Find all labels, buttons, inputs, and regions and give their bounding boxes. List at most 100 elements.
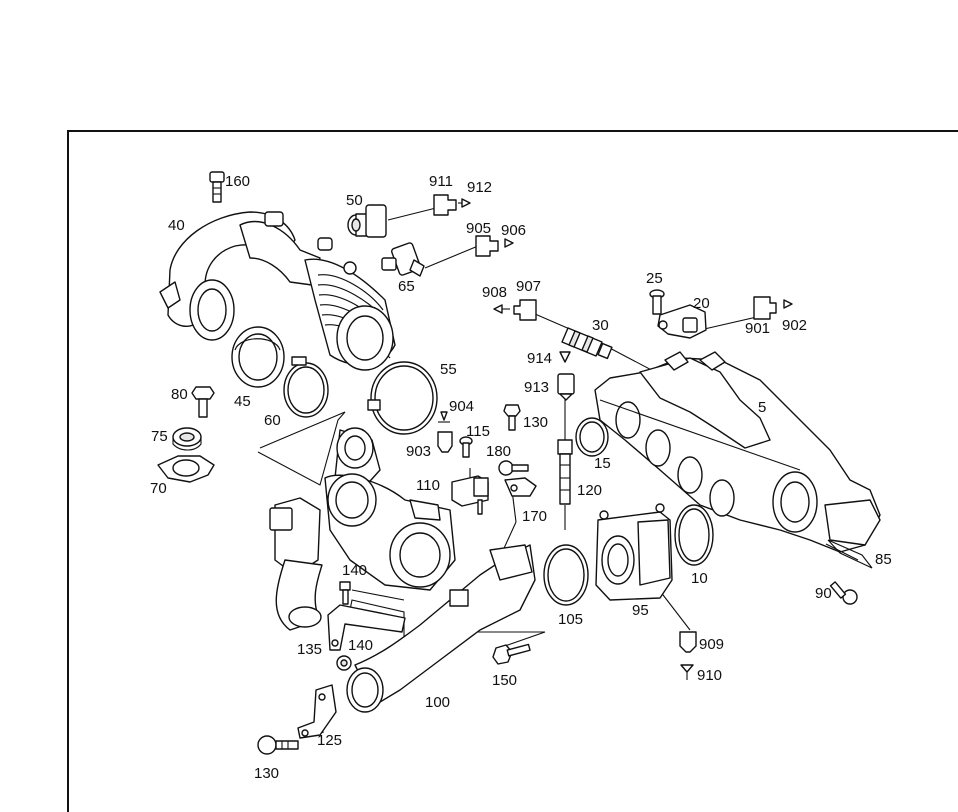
part-label: 909 bbox=[699, 636, 724, 653]
part-label: 105 bbox=[558, 611, 583, 628]
part-label: 901 bbox=[745, 320, 770, 337]
part-label: 80 bbox=[171, 386, 188, 403]
part-label: 60 bbox=[264, 412, 281, 429]
part-label: 125 bbox=[317, 732, 342, 749]
washer-75 bbox=[172, 427, 202, 451]
part-label: 30 bbox=[592, 317, 609, 334]
bolt-80 bbox=[191, 386, 215, 418]
part-label: 110 bbox=[416, 477, 440, 494]
gasket-85 bbox=[825, 539, 873, 569]
pin-902 bbox=[783, 299, 793, 309]
bolt-140 bbox=[339, 581, 351, 605]
part-label: 910 bbox=[697, 667, 722, 684]
sensor-120 bbox=[557, 439, 573, 505]
pin-908 bbox=[493, 304, 510, 314]
diagram-frame bbox=[67, 130, 958, 812]
part-label: 140 bbox=[348, 637, 373, 654]
sensor-20 bbox=[657, 304, 707, 339]
pin-904 bbox=[438, 411, 450, 423]
connector-913 bbox=[557, 373, 575, 401]
bracket-140 bbox=[327, 604, 406, 651]
pin-912 bbox=[458, 198, 471, 208]
gasket-10 bbox=[674, 504, 714, 566]
part-label: 65 bbox=[398, 278, 415, 295]
connector-901 bbox=[753, 296, 777, 320]
part-label: 85 bbox=[875, 551, 892, 568]
connector-907 bbox=[513, 299, 537, 321]
intake-manifold bbox=[594, 351, 881, 553]
nut-135 bbox=[336, 655, 352, 671]
part-label: 25 bbox=[646, 270, 663, 287]
part-label: 100 bbox=[425, 694, 450, 711]
pin-906 bbox=[504, 238, 514, 248]
bolt-160 bbox=[209, 171, 225, 203]
sensor-110 bbox=[451, 475, 489, 515]
part-label: 912 bbox=[467, 179, 492, 196]
gasket-15 bbox=[575, 417, 609, 457]
part-label: 911 bbox=[429, 173, 453, 190]
part-label: 55 bbox=[440, 361, 457, 378]
part-label: 50 bbox=[346, 192, 363, 209]
corrugated-hose bbox=[304, 258, 396, 371]
part-label: 170 bbox=[522, 508, 547, 525]
part-label: 10 bbox=[691, 570, 708, 587]
turbocharger bbox=[269, 427, 456, 631]
fitting-50 bbox=[347, 204, 387, 238]
bracket-125 bbox=[297, 684, 337, 739]
seal-45 bbox=[231, 326, 285, 388]
part-label: 913 bbox=[524, 379, 549, 396]
pin-914 bbox=[559, 351, 571, 363]
part-label: 115 bbox=[466, 423, 490, 440]
part-label: 120 bbox=[577, 482, 602, 499]
connector-905 bbox=[475, 235, 499, 257]
ring-55 bbox=[367, 361, 438, 435]
part-label: 140 bbox=[342, 562, 367, 579]
part-label: 70 bbox=[150, 480, 167, 497]
part-label: 180 bbox=[486, 443, 511, 460]
part-label: 150 bbox=[492, 672, 517, 689]
part-label: 135 bbox=[297, 641, 322, 658]
bolt-150 bbox=[492, 643, 531, 665]
part-label: 907 bbox=[516, 278, 541, 295]
bolt-115 bbox=[459, 436, 473, 458]
part-label: 15 bbox=[594, 455, 611, 472]
clamp-60 bbox=[283, 356, 329, 418]
sensor-30 bbox=[561, 327, 613, 360]
charge-pipe bbox=[346, 544, 536, 713]
part-label: 902 bbox=[782, 317, 807, 334]
throttle-body bbox=[595, 503, 673, 601]
part-label: 905 bbox=[466, 220, 491, 237]
part-label: 904 bbox=[449, 398, 474, 415]
connector-903 bbox=[437, 431, 453, 453]
bolt-130-lower bbox=[257, 735, 299, 755]
connector-909 bbox=[679, 631, 697, 653]
part-label: 90 bbox=[815, 585, 832, 602]
part-label: 20 bbox=[693, 295, 710, 312]
part-label: 130 bbox=[254, 765, 279, 782]
bolt-130-upper bbox=[503, 404, 521, 431]
sensor-65 bbox=[381, 242, 425, 277]
part-label: 5 bbox=[758, 399, 766, 416]
gasket-105 bbox=[543, 544, 589, 606]
part-label: 75 bbox=[151, 428, 168, 445]
bracket-170 bbox=[504, 477, 537, 497]
flange-70 bbox=[157, 455, 215, 483]
connector-911 bbox=[433, 194, 457, 216]
part-label: 40 bbox=[168, 217, 185, 234]
bolt-180 bbox=[498, 460, 529, 476]
part-label: 45 bbox=[234, 393, 251, 410]
pin-910 bbox=[680, 664, 694, 680]
air-intake-pipe bbox=[159, 211, 333, 341]
bolt-90 bbox=[829, 581, 858, 605]
part-label: 903 bbox=[406, 443, 431, 460]
part-label: 914 bbox=[527, 350, 552, 367]
bolt-25 bbox=[649, 289, 665, 315]
part-label: 160 bbox=[225, 173, 250, 190]
part-label: 130 bbox=[523, 414, 548, 431]
part-label: 95 bbox=[632, 602, 649, 619]
part-label: 908 bbox=[482, 284, 507, 301]
part-label: 906 bbox=[501, 222, 526, 239]
